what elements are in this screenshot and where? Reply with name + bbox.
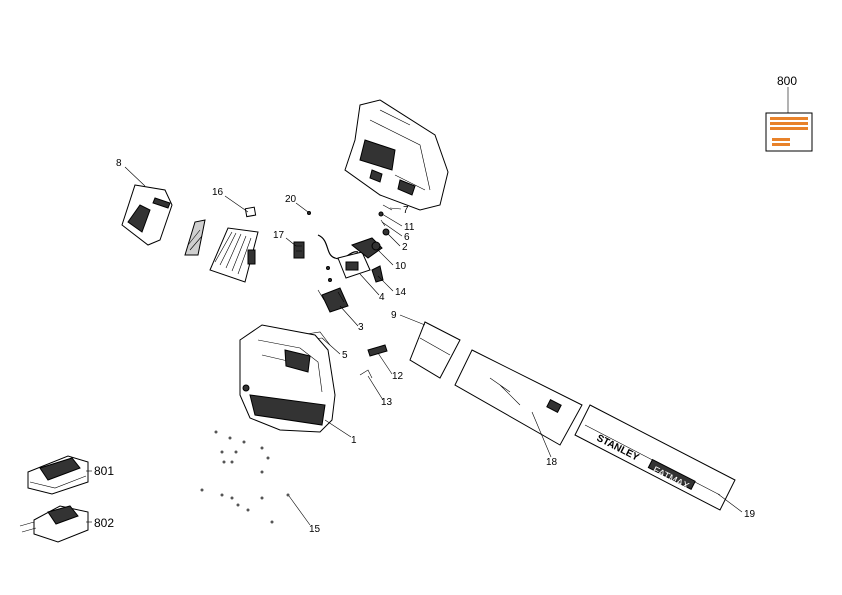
- part-11-nut: [378, 211, 384, 217]
- part-8-fan: [184, 219, 206, 256]
- part-12-screw: [367, 344, 388, 357]
- label-800: 800: [777, 74, 797, 88]
- label-5: 5: [342, 350, 348, 361]
- part-2-pin: [382, 228, 390, 236]
- label-17: 17: [273, 230, 285, 241]
- part-15-screws: [200, 430, 290, 524]
- label-7: 7: [403, 205, 409, 216]
- part-3-switch: [317, 287, 349, 313]
- label-15: 15: [309, 524, 321, 535]
- label-6: 6: [404, 232, 410, 243]
- label-12: 12: [392, 371, 404, 382]
- label-802: 802: [94, 516, 114, 530]
- part-16-label-plate: [244, 206, 257, 218]
- part-801-battery: [27, 455, 89, 495]
- label-10: 10: [395, 261, 407, 272]
- label-11: 11: [404, 222, 415, 233]
- part-18-tube: [454, 349, 583, 446]
- label-2: 2: [402, 242, 408, 253]
- part-8-cover: [121, 184, 173, 246]
- part-9-nozzle-tube: [409, 321, 461, 379]
- part-7-rod: [382, 204, 393, 211]
- label-9: 9: [391, 310, 397, 321]
- label-13: 13: [381, 397, 393, 408]
- part-10-trigger: [350, 237, 383, 259]
- leader-lines: [86, 87, 789, 526]
- label-8: 8: [116, 158, 122, 169]
- part-20-screw: [307, 211, 311, 215]
- label-20: 20: [285, 194, 297, 205]
- label-801: 801: [94, 464, 114, 478]
- part-19-end-tube: STANLEY FATMAX: [574, 404, 736, 511]
- top-housing: [344, 99, 449, 211]
- part-8-grille: [209, 227, 259, 283]
- label-1: 1: [351, 435, 357, 446]
- part-13-hook: [359, 369, 373, 379]
- label-18: 18: [546, 457, 558, 468]
- part-17-connector: [293, 241, 305, 259]
- label-19: 19: [744, 509, 756, 520]
- part-1-main-housing: [239, 324, 336, 433]
- part-4-harness: [317, 234, 371, 282]
- label-16: 16: [212, 187, 224, 198]
- part-800-label-kit: [765, 112, 813, 152]
- label-14: 14: [395, 287, 407, 298]
- label-4: 4: [379, 292, 385, 303]
- part-802-charger: [19, 505, 89, 543]
- label-3: 3: [358, 322, 364, 333]
